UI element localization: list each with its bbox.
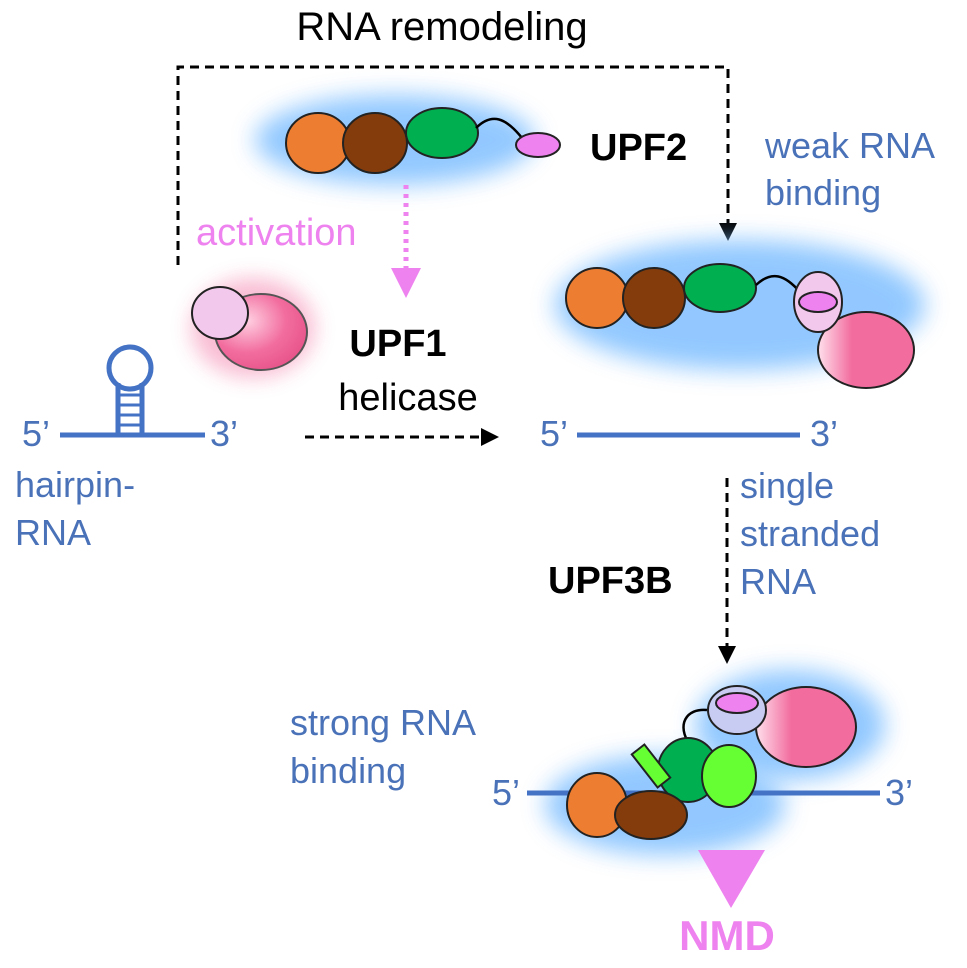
weak-binding-line2: binding <box>765 172 881 213</box>
upf2-free-complex <box>255 95 561 185</box>
upf2-label: UPF2 <box>590 127 687 169</box>
upf-ternary-complex <box>527 670 885 855</box>
weak-binding-line1: weak RNA <box>764 125 935 166</box>
upf3b-label: UPF3B <box>548 560 673 602</box>
title-label: RNA remodeling <box>296 5 587 49</box>
hairpin-label-line2: RNA <box>15 512 91 553</box>
hairpin-rna <box>60 344 205 438</box>
ssrna-3prime: 3’ <box>810 413 838 454</box>
upf1-label: UPF1 <box>349 323 446 365</box>
hairpin-5prime: 5’ <box>22 413 50 454</box>
helicase-label: helicase <box>338 377 477 419</box>
upf1-free-complex <box>191 278 315 378</box>
nmd-triangle-icon <box>698 850 765 908</box>
activation-label: activation <box>196 212 357 254</box>
remodeling-dashed-path <box>176 65 737 265</box>
strong-binding-line2: binding <box>290 750 406 791</box>
hairpin-3prime: 3’ <box>210 413 238 454</box>
single-stranded-line1: single <box>740 465 834 506</box>
ternary-5prime: 5’ <box>492 772 520 813</box>
ssrna-5prime: 5’ <box>540 413 568 454</box>
single-stranded-line2: stranded <box>740 513 880 554</box>
upf1-upf2-complex <box>555 240 925 389</box>
nmd-label: NMD <box>679 912 775 959</box>
single-stranded-line3: RNA <box>740 561 816 602</box>
ternary-3prime: 3’ <box>885 772 913 813</box>
hairpin-label-line1: hairpin- <box>15 464 135 505</box>
strong-binding-line1: strong RNA <box>290 702 476 743</box>
